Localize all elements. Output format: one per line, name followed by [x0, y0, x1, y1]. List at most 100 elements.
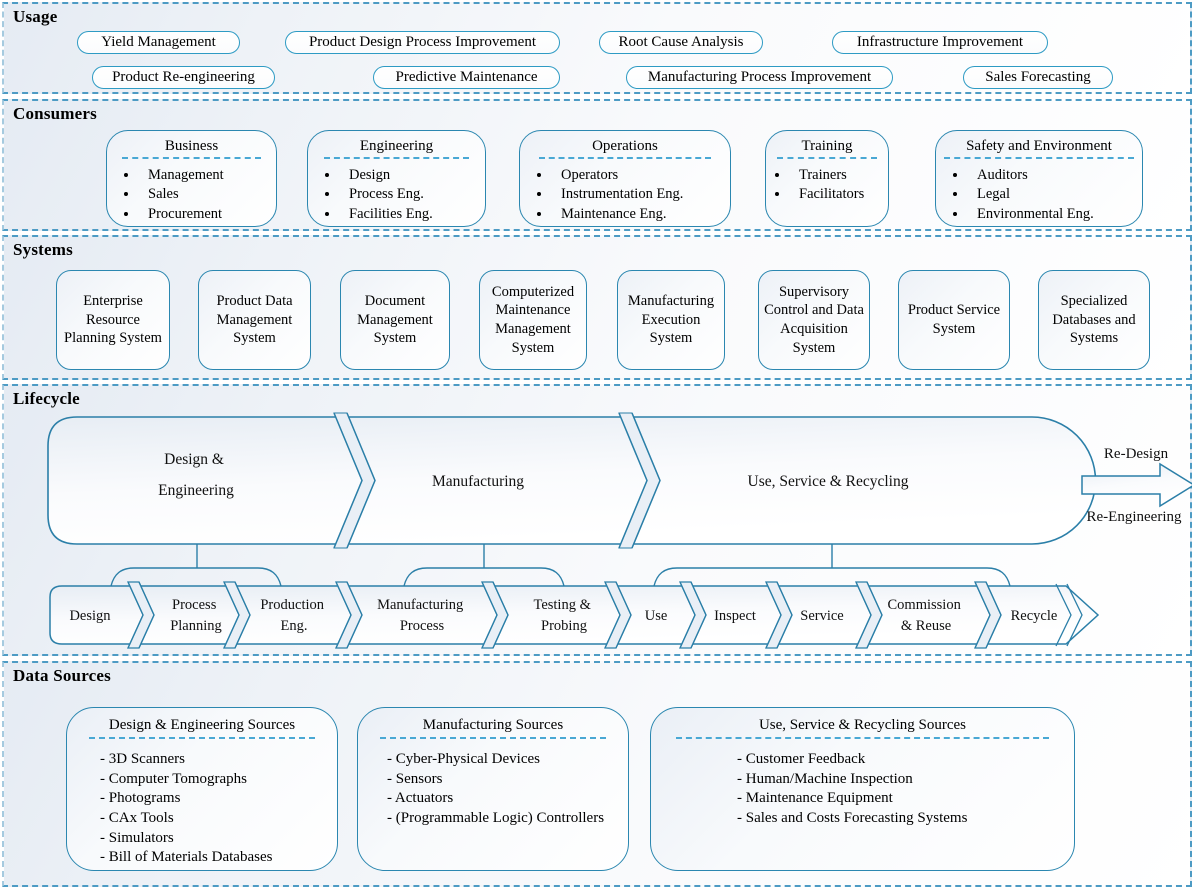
system-box-label: Manufacturing Execution System: [627, 293, 715, 347]
list-item: Trainers: [790, 166, 888, 185]
consumer-group-title: Training: [776, 138, 878, 159]
consumer-group-list: Trainers Facilitators: [766, 166, 888, 205]
consumer-group-training: Training Trainers Facilitators: [765, 130, 889, 227]
pill-label: Root Cause Analysis: [618, 34, 744, 50]
consumer-group-business: Business Management Sales Procurement: [106, 130, 277, 227]
consumer-group-list: Design Process Eng. Facilities Eng.: [308, 166, 485, 224]
system-box-label: Supervisory Control and Data Acquisition…: [764, 283, 864, 356]
data-source-list: Cyber-Physical Devices Sensors Actuators…: [358, 750, 628, 829]
band-chevron-line: [333, 412, 363, 549]
list-item: Computer Tomographs: [100, 770, 337, 790]
loop-arrow: [1081, 462, 1192, 508]
usage-pill-infrastructure-improvement: Infrastructure Improvement: [832, 31, 1048, 54]
list-item: Environmental Eng.: [968, 205, 1142, 224]
pill-label: Infrastructure Improvement: [856, 34, 1024, 50]
system-box-pdm: Product Data Management System: [198, 270, 311, 370]
consumer-group-list: Operators Instrumentation Eng. Maintenan…: [520, 166, 730, 224]
section-lifecycle: Lifecycle Design & Engineering Manufactu…: [2, 384, 1192, 656]
list-item: Cyber-Physical Devices: [387, 750, 628, 770]
lifecycle-section-title: Lifecycle: [13, 389, 80, 408]
consumer-group-title: Engineering: [323, 138, 470, 159]
section-usage: Usage Yield Management Product Design Pr…: [2, 2, 1192, 94]
substage-label-production-eng: Production Eng.: [260, 597, 327, 634]
list-item: Bill of Materials Databases: [100, 848, 337, 868]
data-source-list: 3D Scanners Computer Tomographs Photogra…: [67, 750, 337, 868]
substage-label-inspect: Inspect: [714, 608, 756, 624]
system-box-scada: Supervisory Control and Data Acquisition…: [758, 270, 870, 370]
stage-label-design-engineering: Design & Engineering: [158, 451, 234, 499]
lifecycle-band: [47, 416, 1097, 545]
list-item: (Programmable Logic) Controllers: [387, 809, 628, 829]
consumer-group-safety-environment: Safety and Environment Auditors Legal En…: [935, 130, 1143, 227]
consumer-group-title: Operations: [538, 138, 712, 159]
system-box-label: Specialized Databases and Systems: [1052, 293, 1136, 347]
system-box-specialized-db: Specialized Databases and Systems: [1038, 270, 1150, 370]
consumer-group-title: Business: [122, 138, 261, 159]
data-sources-section-title: Data Sources: [13, 666, 111, 685]
pill-label: Product Re-engineering: [112, 69, 255, 85]
data-source-group-title: Design & Engineering Sources: [88, 717, 316, 739]
list-item: Maintenance Eng.: [552, 205, 730, 224]
group-brace: [653, 567, 1011, 587]
data-source-group-manufacturing: Manufacturing Sources Cyber-Physical Dev…: [357, 707, 629, 871]
substage-label-design: Design: [69, 608, 111, 624]
system-box-dms: Document Management System: [340, 270, 450, 370]
usage-pill-root-cause-analysis: Root Cause Analysis: [599, 31, 763, 54]
data-source-group-design-engineering: Design & Engineering Sources 3D Scanners…: [66, 707, 338, 871]
system-box-label: Document Management System: [357, 293, 433, 347]
data-source-group-title: Manufacturing Sources: [379, 717, 607, 739]
usage-section-title: Usage: [13, 7, 58, 26]
substage-label-manufacturing-process: Manufacturing Process: [377, 597, 467, 634]
list-item: Sales: [139, 185, 276, 204]
band-chevron-line: [631, 412, 661, 549]
pill-label: Yield Management: [101, 34, 216, 50]
list-item: Instrumentation Eng.: [552, 185, 730, 204]
usage-pill-sales-forecasting: Sales Forecasting: [963, 66, 1113, 89]
list-item: Operators: [552, 166, 730, 185]
usage-pill-product-design-process-improvement: Product Design Process Improvement: [285, 31, 560, 54]
loop-label-reengineering: Re-Engineering: [1087, 509, 1182, 525]
substage-label-testing-probing: Testing & Probing: [533, 597, 594, 634]
list-item: Customer Feedback: [737, 750, 1074, 770]
system-box-pss: Product Service System: [898, 270, 1010, 370]
list-item: Simulators: [100, 829, 337, 849]
stage-label-manufacturing: Manufacturing: [432, 473, 524, 490]
list-item: Procurement: [139, 205, 276, 224]
group-brace: [110, 567, 282, 587]
list-item: Sensors: [387, 770, 628, 790]
list-item: Sales and Costs Forecasting Systems: [737, 809, 1074, 829]
data-source-group-use-service-recycling: Use, Service & Recycling Sources Custome…: [650, 707, 1075, 871]
system-box-label: Computerized Maintenance Management Syst…: [491, 283, 575, 356]
band-chevron-line: [618, 412, 648, 549]
system-box-erp: Enterprise Resource Planning System: [56, 270, 170, 370]
list-item: Facilities Eng.: [340, 205, 485, 224]
data-source-list: Customer Feedback Human/Machine Inspecti…: [651, 750, 1074, 829]
substage-label-process-planning: Process Planning: [170, 597, 222, 634]
list-item: Legal: [968, 185, 1142, 204]
section-consumers: Consumers Business Management Sales Proc…: [2, 99, 1192, 231]
list-item: 3D Scanners: [100, 750, 337, 770]
list-item: Human/Machine Inspection: [737, 770, 1074, 790]
system-box-cmms: Computerized Maintenance Management Syst…: [479, 270, 587, 370]
system-box-label: Product Data Management System: [216, 293, 293, 347]
usage-pill-product-re-engineering: Product Re-engineering: [92, 66, 275, 89]
list-item: CAx Tools: [100, 809, 337, 829]
pill-label: Sales Forecasting: [985, 69, 1091, 85]
list-item: Auditors: [968, 166, 1142, 185]
substage-label-use: Use: [645, 608, 668, 624]
system-box-mes: Manufacturing Execution System: [617, 270, 725, 370]
substage-strip: [49, 585, 1100, 645]
consumer-group-list: Auditors Legal Environmental Eng.: [936, 166, 1142, 224]
substage-label-commission-reuse: Commission & Reuse: [888, 597, 965, 634]
consumer-group-operations: Operations Operators Instrumentation Eng…: [519, 130, 731, 227]
band-chevron-line: [346, 412, 376, 549]
substage-label-service: Service: [800, 608, 843, 624]
usage-pill-manufacturing-process-improvement: Manufacturing Process Improvement: [626, 66, 893, 89]
usage-pill-yield-management: Yield Management: [77, 31, 240, 54]
loop-label-redesign: Re-Design: [1104, 446, 1169, 462]
list-item: Management: [139, 166, 276, 185]
list-item: Facilitators: [790, 185, 888, 204]
consumer-group-title: Safety and Environment: [944, 138, 1134, 159]
list-item: Design: [340, 166, 485, 185]
